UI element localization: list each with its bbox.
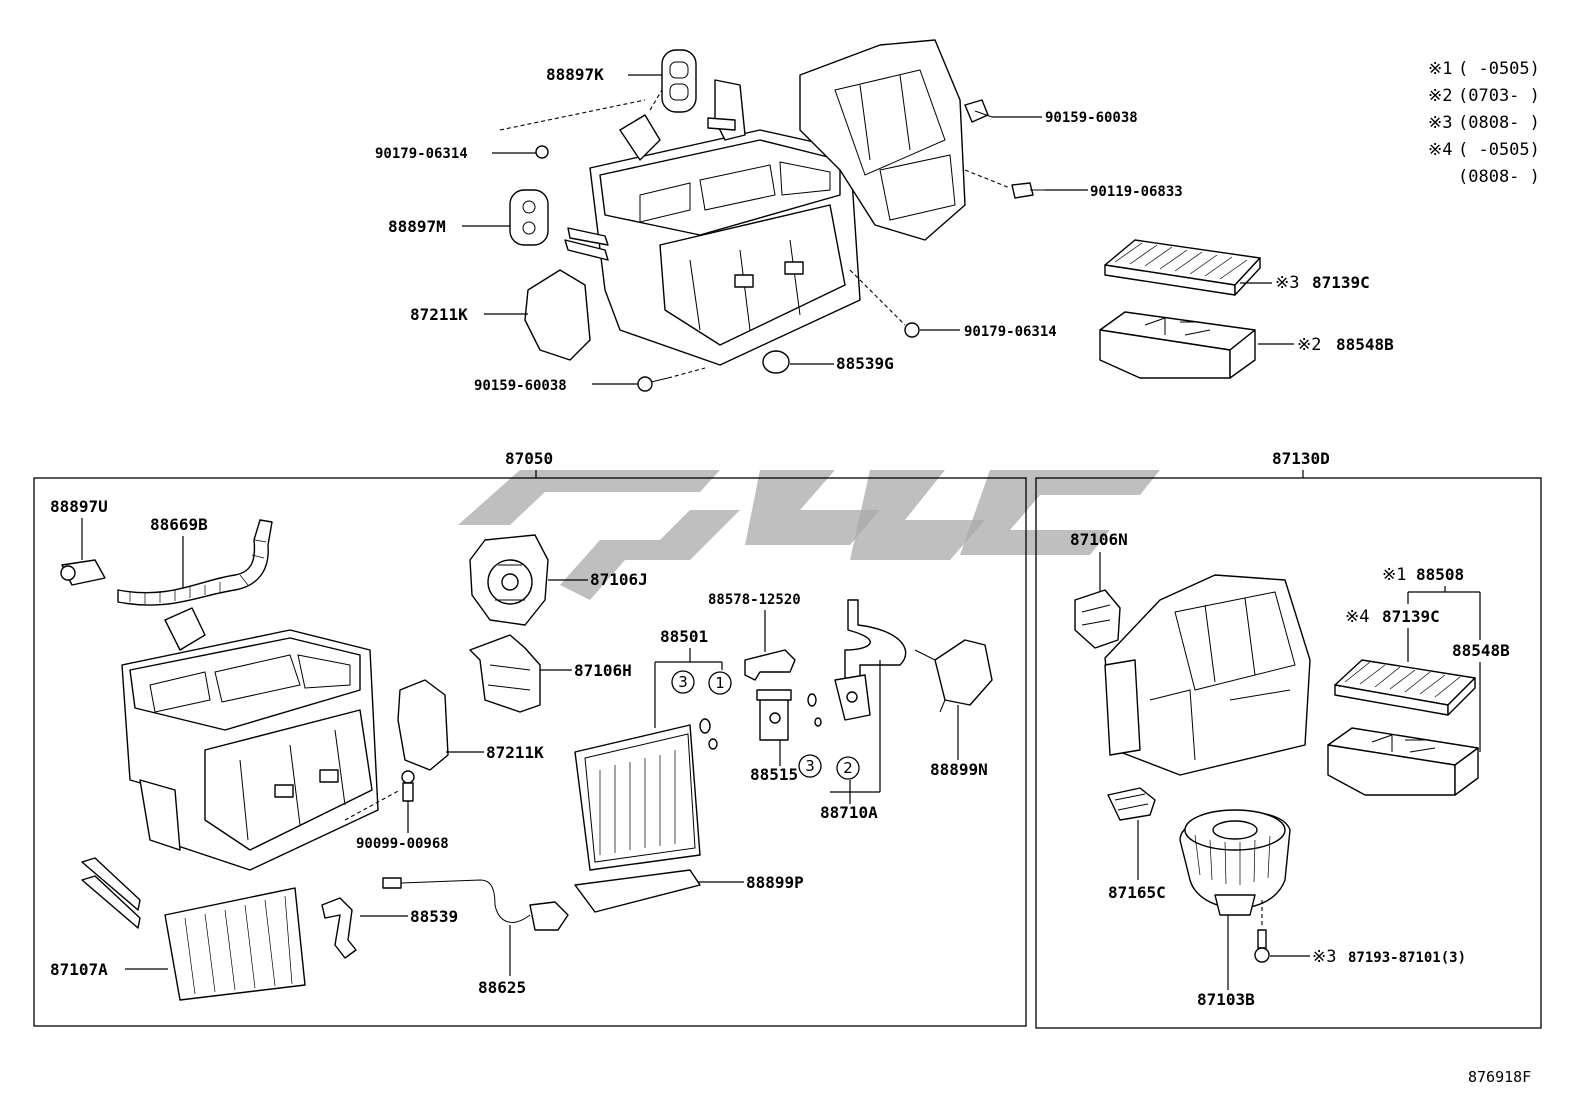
bracket-88578-12520-drawing	[744, 649, 796, 681]
seal-88899p-drawing	[574, 869, 701, 913]
label-88539g: 88539G	[836, 354, 894, 373]
label-90179-06314-b: 90179-06314	[964, 324, 1057, 340]
label-87139c-top-mark: ※3	[1275, 273, 1299, 293]
svg-text:1: 1	[715, 674, 725, 692]
heater-core-87107a-drawing	[81, 857, 306, 1001]
duct-87211k-top-drawing	[524, 269, 591, 361]
note-4-range: ( -0505)	[1458, 140, 1540, 160]
label-90159-60038-b: 90159-60038	[1045, 110, 1138, 126]
screw-90159-60038-a-drawing	[637, 376, 669, 392]
group-87130d-frame	[1035, 477, 1542, 1029]
resistor-87165c-drawing	[1107, 787, 1156, 821]
group-87130d-title: 87130D	[1272, 449, 1330, 468]
label-90179-06314-a: 90179-06314	[375, 146, 468, 162]
figure-code: 876918F	[1468, 1068, 1531, 1086]
screw-90099-00968-drawing	[401, 770, 415, 802]
label-90159-60038-a: 90159-60038	[474, 378, 567, 394]
duct-87211k-drawing	[397, 679, 449, 771]
expansion-valve-88515-drawing	[756, 689, 792, 741]
circled-number-2: 2	[836, 756, 860, 780]
filter-87139c-right-drawing	[1334, 659, 1476, 716]
date-notes: ※1 ( -0505) ※2 (0703- ) ※3 (0808- ) ※4 (…	[1428, 59, 1540, 187]
thermistor-88625-drawing	[382, 877, 569, 931]
note-5-range: (0808- )	[1458, 167, 1540, 187]
filter-case-88548b-top-drawing	[1099, 311, 1256, 379]
note-1-range: ( -0505)	[1458, 59, 1540, 79]
hose-88669b-drawing	[117, 519, 273, 606]
label-87139c-right-mark: ※4	[1345, 607, 1369, 627]
label-88899p: 88899P	[746, 873, 804, 892]
label-90119-06833: 90119-06833	[1090, 184, 1183, 200]
label-88548b-top: 88548B	[1336, 335, 1394, 354]
circled-number-1: 1	[708, 671, 732, 695]
label-87211k-top: 87211K	[410, 305, 468, 324]
label-88578-12520: 88578-12520	[708, 592, 801, 608]
filter-case-88548b-right-drawing	[1327, 727, 1479, 796]
label-88501: 88501	[660, 627, 708, 646]
servo-87106j-drawing	[469, 534, 549, 626]
label-87193-87101: 87193-87101(3)	[1348, 950, 1466, 966]
note-2-mark: ※2	[1428, 86, 1452, 106]
label-87106j: 87106J	[590, 570, 648, 589]
label-88508-mark: ※1	[1382, 565, 1406, 585]
note-1-mark: ※1	[1428, 59, 1452, 79]
sensor-88899n-drawing	[914, 639, 993, 713]
svg-text:3: 3	[678, 673, 688, 691]
label-88515: 88515	[750, 765, 798, 784]
nut-90179-06314-a-drawing	[535, 145, 549, 159]
filter-87139c-top-drawing	[1104, 239, 1261, 296]
nut-90179-06314-b-drawing	[904, 322, 920, 338]
blower-motor-87103b-drawing	[1179, 809, 1291, 916]
group-87050-frame	[33, 477, 1027, 1027]
label-88548b-top-mark: ※2	[1297, 335, 1321, 355]
label-87106h: 87106H	[574, 661, 632, 680]
hose-88539-drawing	[321, 897, 357, 959]
circled-number-3-b: 3	[798, 754, 822, 778]
plug-88539g-drawing	[762, 350, 790, 374]
label-87139c-right: 87139C	[1382, 607, 1440, 626]
label-88897m: 88897M	[388, 217, 446, 236]
circled-number-3-a: 3	[671, 670, 695, 694]
screw-90159-60038-b-drawing	[964, 99, 993, 123]
label-88897k: 88897K	[546, 65, 604, 84]
note-4-mark: ※4	[1428, 140, 1452, 160]
group-87050-title: 87050	[505, 449, 553, 468]
label-87139c-top: 87139C	[1312, 273, 1370, 292]
grommet-88897u-drawing	[60, 559, 106, 586]
servo-87106n-drawing	[1074, 589, 1121, 649]
pipe-88710a-drawing	[834, 599, 907, 721]
label-90099-00968: 90099-00968	[356, 836, 449, 852]
label-87106n: 87106N	[1070, 530, 1128, 549]
label-88669b: 88669B	[150, 515, 208, 534]
watermark-logo	[458, 470, 1160, 600]
label-88899n: 88899N	[930, 760, 988, 779]
grommet-88897m-drawing	[509, 189, 549, 246]
label-87103b: 87103B	[1197, 990, 1255, 1009]
note-3-mark: ※3	[1428, 113, 1452, 133]
label-87211k: 87211K	[486, 743, 544, 762]
label-88625: 88625	[478, 978, 526, 997]
blower-case-right-drawing	[1104, 574, 1311, 776]
bolt-90119-06833-drawing	[1011, 182, 1045, 199]
evaporator-88501-drawing	[574, 724, 701, 871]
label-88539: 88539	[410, 907, 458, 926]
label-87165c: 87165C	[1108, 883, 1166, 902]
label-87107a: 87107A	[50, 960, 108, 979]
label-88897u: 88897U	[50, 497, 108, 516]
note-3-range: (0808- )	[1458, 113, 1540, 133]
top-hvac-assembly-drawing	[564, 39, 966, 366]
servo-87106h-drawing	[469, 634, 541, 713]
label-88710a: 88710A	[820, 803, 878, 822]
svg-text:3: 3	[805, 757, 815, 775]
note-2-range: (0703- )	[1458, 86, 1540, 106]
label-88508: 88508	[1416, 565, 1464, 584]
label-88548b-right: 88548B	[1452, 641, 1510, 660]
grommet-88897k-drawing	[661, 49, 697, 113]
svg-text:2: 2	[843, 759, 853, 777]
screw-87193-87101-drawing	[1254, 929, 1270, 963]
label-87193-mark: ※3	[1312, 947, 1336, 967]
heater-unit-drawing	[121, 607, 379, 871]
